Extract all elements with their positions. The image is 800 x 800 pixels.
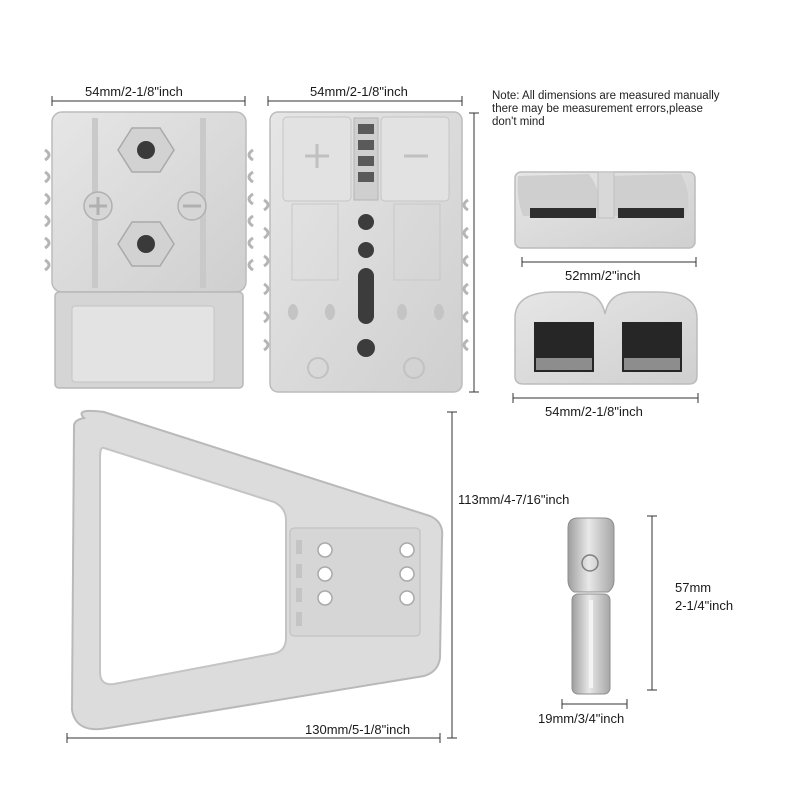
- handle-height-label: 113mm/4-7/16"inch: [458, 492, 570, 507]
- note-line-2: there may be measurement errors,please: [492, 103, 703, 115]
- dimension-lines: [51, 96, 699, 743]
- plus-symbol-icon: [83, 191, 113, 221]
- terminal-width-label: 19mm/3/4"inch: [538, 711, 625, 726]
- connector-handle: [70, 409, 444, 731]
- measurement-note: Note: All dimensions are measured manual…: [492, 90, 762, 129]
- connector-end-view: [514, 291, 698, 385]
- side-view-width-label: 52mm/2"inch: [565, 268, 641, 283]
- note-line-3: don't mind: [492, 116, 545, 128]
- connector-housing-front-view: [263, 111, 469, 393]
- copper-terminal: [567, 517, 615, 695]
- connector-housing-back-view: [44, 111, 254, 389]
- note-line-1: Note: All dimensions are measured manual…: [492, 90, 720, 102]
- minus-symbol-icon: [177, 191, 207, 221]
- terminal-height-mm-label: 57mm: [675, 580, 712, 595]
- handle-width-label: 130mm/5-1/8"inch: [305, 722, 411, 737]
- terminal-height-in-label: 2-1/4"inch: [675, 598, 734, 613]
- housing-front-width-label: 54mm/2-1/8"inch: [310, 84, 408, 99]
- end-view-width-label: 54mm/2-1/8"inch: [545, 404, 643, 419]
- connector-side-view: [514, 171, 696, 249]
- housing-top-width-label: 54mm/2-1/8"inch: [85, 84, 183, 99]
